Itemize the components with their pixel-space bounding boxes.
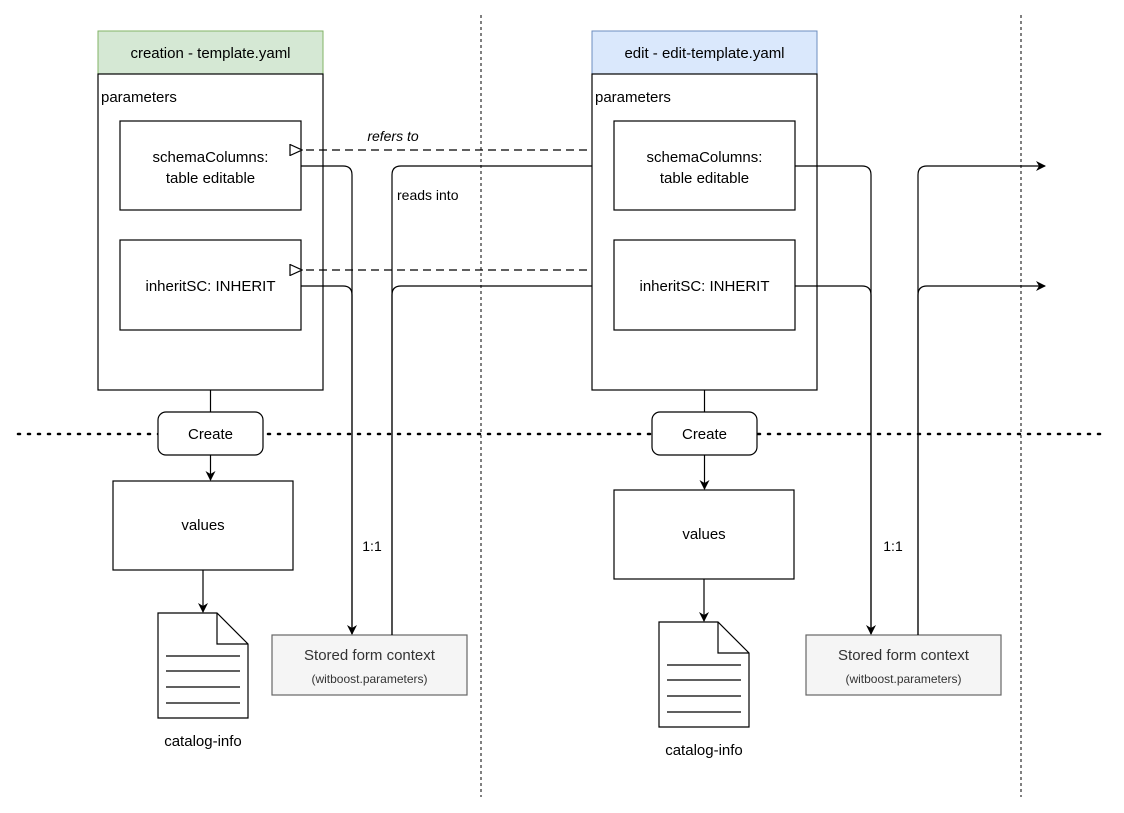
edit-catalog-label: catalog-info bbox=[665, 742, 743, 759]
edit-context-subtitle: (witboost.parameters) bbox=[845, 672, 961, 686]
creation-schema-to-context-line bbox=[301, 165, 357, 635]
creation-param-schema-line1: schemaColumns: bbox=[153, 149, 269, 166]
edit-context-title: Stored form context bbox=[838, 647, 970, 664]
refers-to-label: refers to bbox=[367, 128, 419, 144]
edit-template-header bbox=[591, 30, 818, 75]
creation-stored-form-context bbox=[271, 634, 468, 696]
edit-template-container: edit - edit-template.yaml parameters sch… bbox=[591, 30, 818, 391]
creation-param-inherit bbox=[119, 239, 302, 331]
creation-catalog-document-icon bbox=[157, 612, 249, 719]
creation-parameters-label: parameters bbox=[101, 89, 177, 106]
creation-ratio-label: 1:1 bbox=[362, 538, 382, 554]
edit-stored-form-context bbox=[805, 634, 1002, 696]
edit-param-inherit-label: inheritSC: INHERIT bbox=[639, 278, 769, 295]
reads-into-label: reads into bbox=[397, 187, 459, 203]
next-step-schema-arrow bbox=[917, 161, 1046, 635]
creation-context-subtitle: (witboost.parameters) bbox=[311, 672, 427, 686]
edit-values-box bbox=[613, 489, 795, 580]
edit-schema-to-context-line bbox=[795, 165, 876, 635]
edit-param-inherit bbox=[613, 239, 796, 331]
creation-inherit-to-context-line bbox=[301, 285, 353, 634]
edit-template-title: edit - edit-template.yaml bbox=[624, 45, 784, 62]
edit-parameters-label: parameters bbox=[595, 89, 671, 106]
edit-param-schema-line1: schemaColumns: bbox=[647, 149, 763, 166]
creation-context-title: Stored form context bbox=[304, 647, 436, 664]
creation-template-title: creation - template.yaml bbox=[130, 45, 290, 62]
edit-create-button-label: Create bbox=[682, 426, 727, 443]
edit-inherit-to-context-line bbox=[795, 285, 872, 634]
next-step-inherit-arrow bbox=[917, 281, 1046, 635]
creation-param-inherit-label: inheritSC: INHERIT bbox=[145, 278, 275, 295]
creation-param-schema-columns bbox=[119, 120, 302, 211]
edit-param-schema-columns bbox=[613, 120, 796, 211]
creation-catalog-label: catalog-info bbox=[164, 733, 242, 750]
creation-param-schema-line2: table editable bbox=[166, 170, 255, 187]
creation-template-container: creation - template.yaml parameters sche… bbox=[97, 30, 324, 391]
creation-values-label: values bbox=[181, 517, 224, 534]
reads-into-schema-arrow bbox=[391, 161, 614, 635]
edit-param-schema-line2: table editable bbox=[660, 170, 749, 187]
creation-values-box bbox=[112, 480, 294, 571]
edit-values-label: values bbox=[682, 526, 725, 543]
edit-ratio-label: 1:1 bbox=[883, 538, 903, 554]
creation-create-button-label: Create bbox=[188, 426, 233, 443]
edit-catalog-document-icon bbox=[658, 621, 750, 728]
reads-into-inherit-arrow bbox=[391, 281, 614, 635]
